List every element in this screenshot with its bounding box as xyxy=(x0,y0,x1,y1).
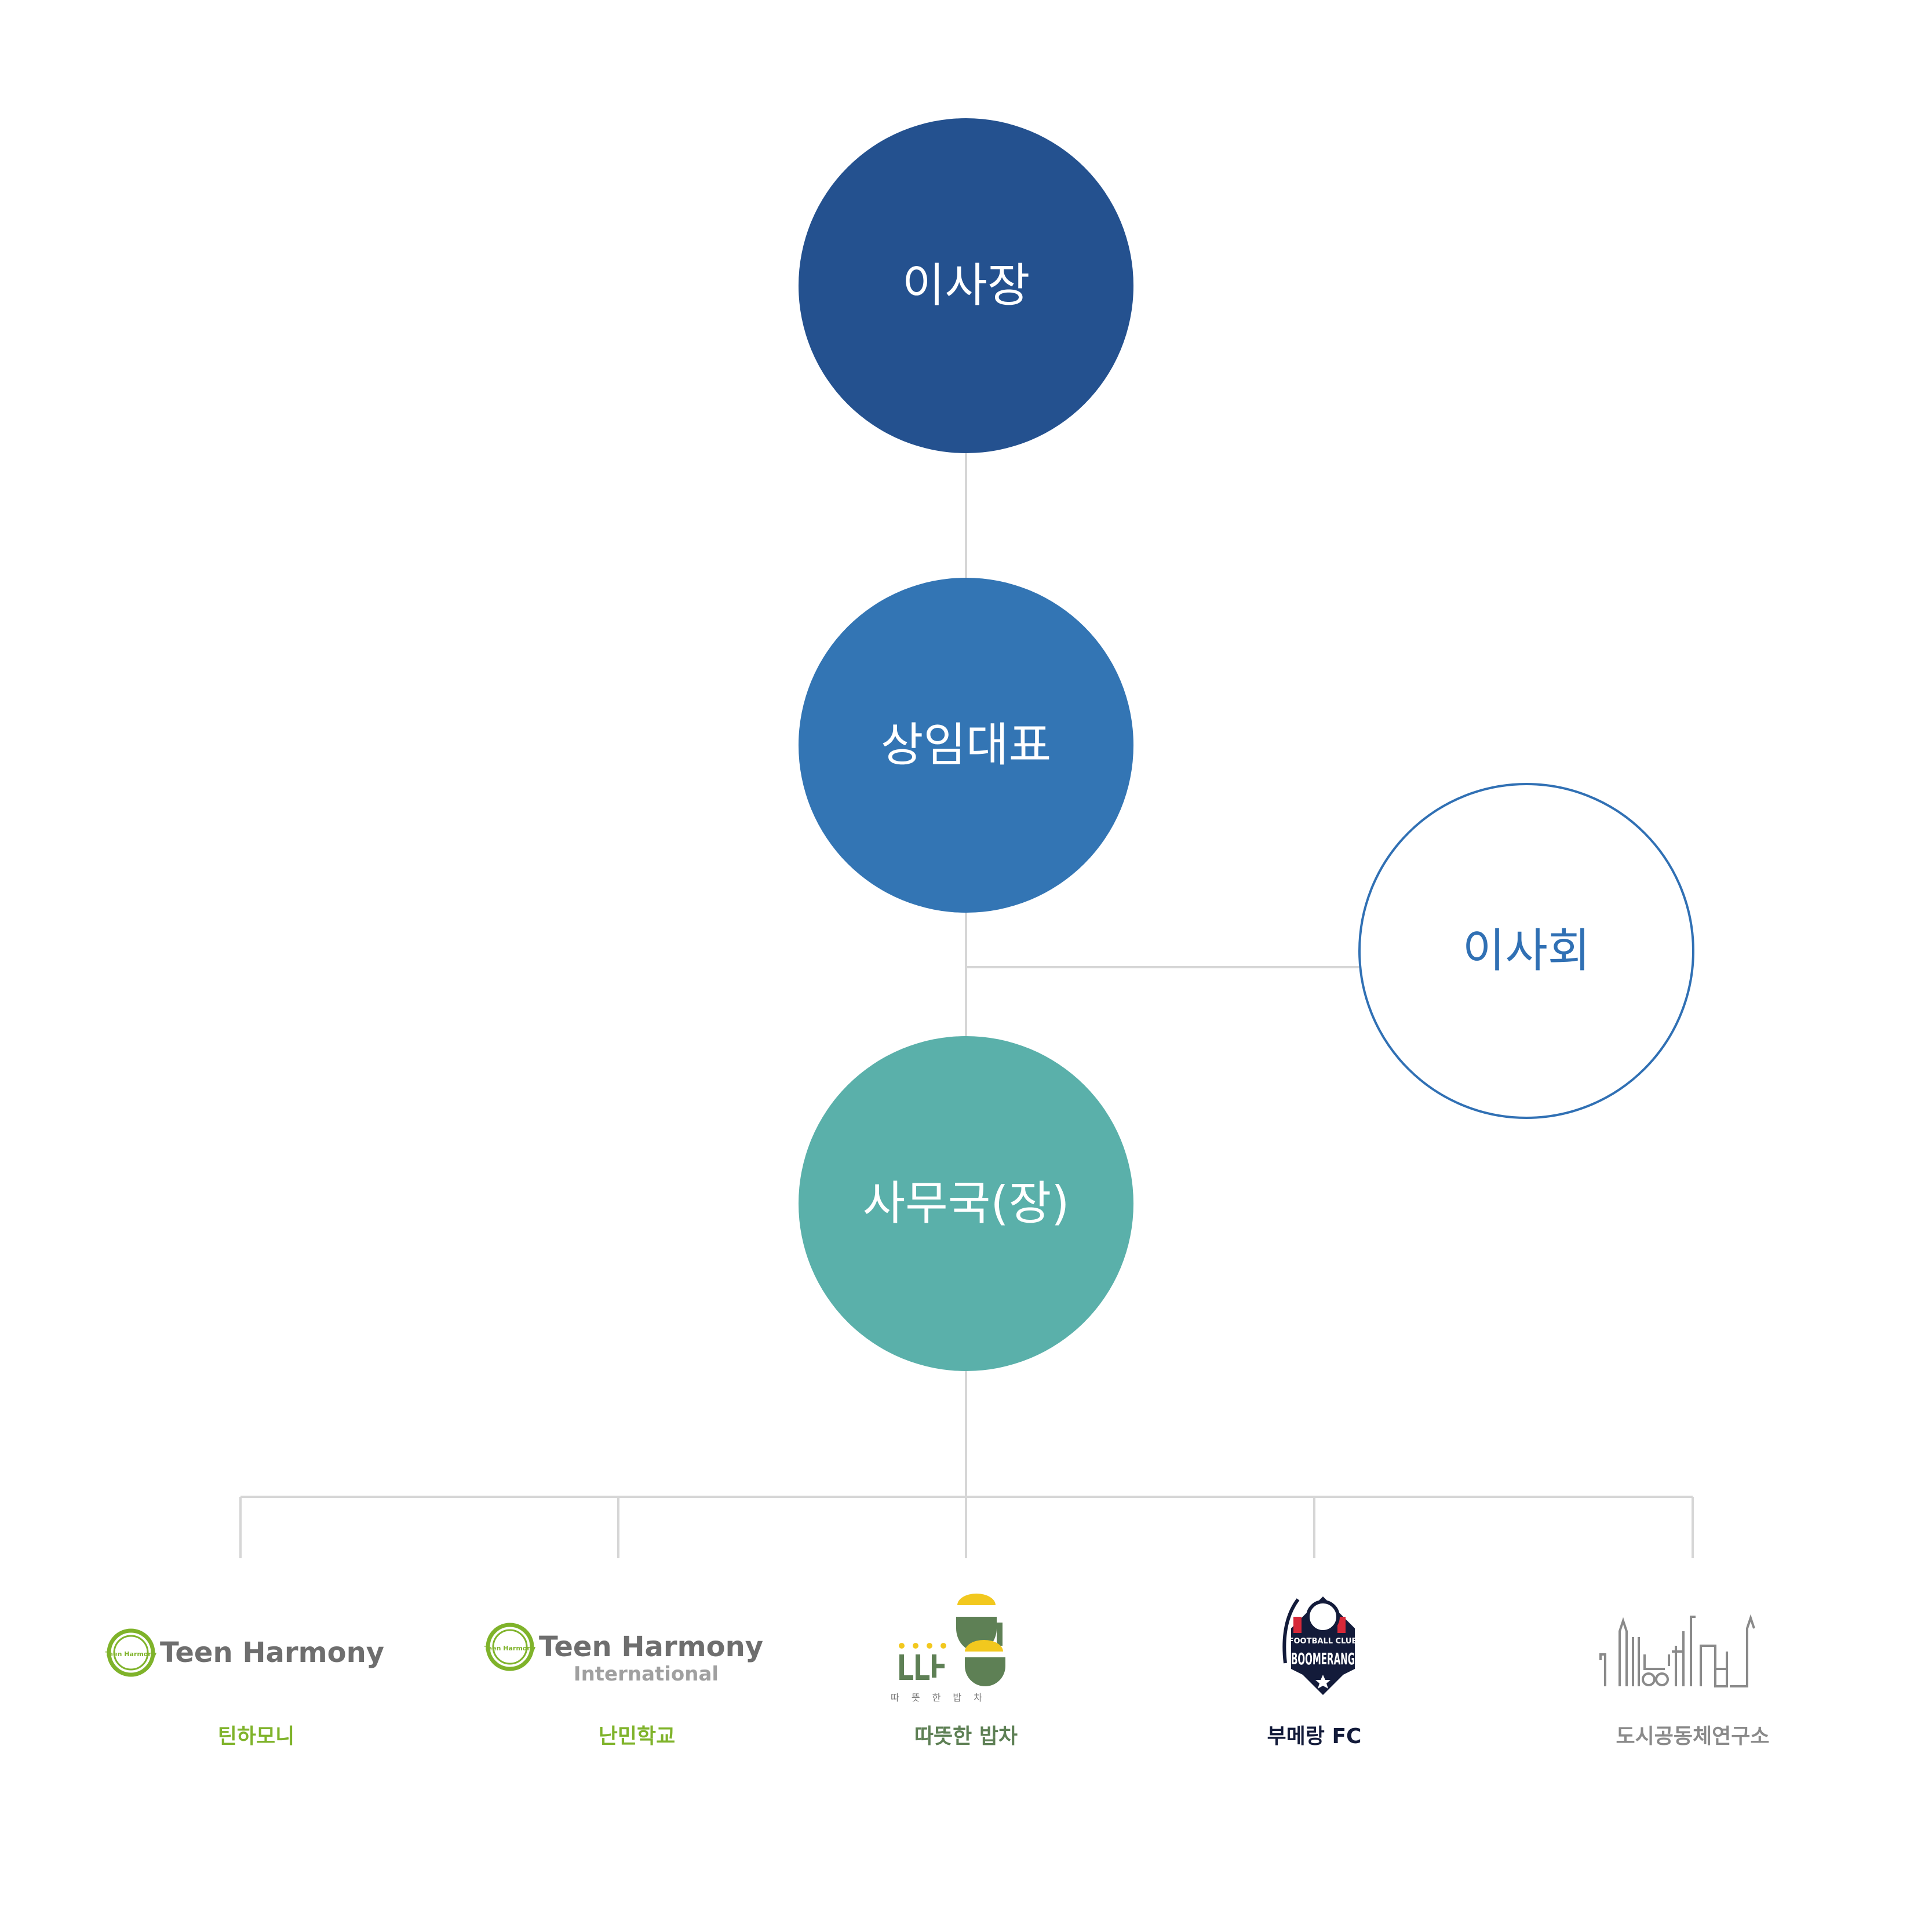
unit-label: 난민학교 xyxy=(599,1725,675,1748)
unit-refugee-school[interactable]: Teen Harmony Teen Harmony International … xyxy=(484,1623,763,1748)
unit-bapcha[interactable]: 따 뜻 한 밥 차 따뜻한 밥차 xyxy=(891,1594,1018,1748)
svg-text:BOOMERANG: BOOMERANG xyxy=(1291,1649,1355,1668)
node-secretariat[interactable]: 사무국(장) xyxy=(799,1036,1133,1371)
unit-label: 도시공동체연구소 xyxy=(1616,1725,1770,1748)
node-executive-label: 상임대표 xyxy=(881,718,1051,772)
svg-text:International: International xyxy=(574,1663,719,1686)
svg-text:FOOTBALL CLUB: FOOTBALL CLUB xyxy=(1289,1637,1358,1646)
node-executive[interactable]: 상임대표 xyxy=(799,578,1133,913)
svg-text:Teen Harmony: Teen Harmony xyxy=(484,1645,536,1652)
unit-label: 부메랑 FC xyxy=(1267,1725,1362,1748)
unit-teen-harmony[interactable]: Teen Harmony Teen Harmony 틴하모니 xyxy=(105,1628,384,1748)
teen-harmony-international-logo: Teen Harmony Teen Harmony International xyxy=(484,1623,763,1686)
unit-boomerang-fc[interactable]: FOOTBALL CLUB BOOMERANG 부메랑 FC xyxy=(1267,1596,1362,1748)
svg-text:Teen Harmony: Teen Harmony xyxy=(160,1636,384,1669)
node-chairman-label: 이사장 xyxy=(902,258,1030,312)
unit-label: 틴하모니 xyxy=(218,1725,294,1748)
node-board-label: 이사회 xyxy=(1463,924,1591,978)
node-chairman[interactable]: 이사장 xyxy=(799,118,1133,453)
unit-label: 따뜻한 밥차 xyxy=(914,1725,1018,1748)
node-board[interactable]: 이사회 xyxy=(1358,783,1694,1119)
svg-text:따 뜻 한 밥 차: 따 뜻 한 밥 차 xyxy=(891,1692,987,1703)
boomerang-fc-logo: FOOTBALL CLUB BOOMERANG xyxy=(1282,1596,1358,1695)
svg-text:Teen Harmony: Teen Harmony xyxy=(539,1631,763,1663)
unit-urban-community-lab[interactable]: 도시공동체연구소 xyxy=(1599,1614,1770,1748)
bapcha-logo: 따 뜻 한 밥 차 xyxy=(891,1594,1005,1703)
connectors xyxy=(239,453,1694,1558)
urban-community-lab-logo xyxy=(1599,1614,1755,1687)
node-secretariat-label: 사무국(장) xyxy=(863,1176,1070,1230)
svg-text:Teen Harmony: Teen Harmony xyxy=(105,1650,157,1658)
teen-harmony-logo: Teen Harmony Teen Harmony xyxy=(105,1628,384,1677)
